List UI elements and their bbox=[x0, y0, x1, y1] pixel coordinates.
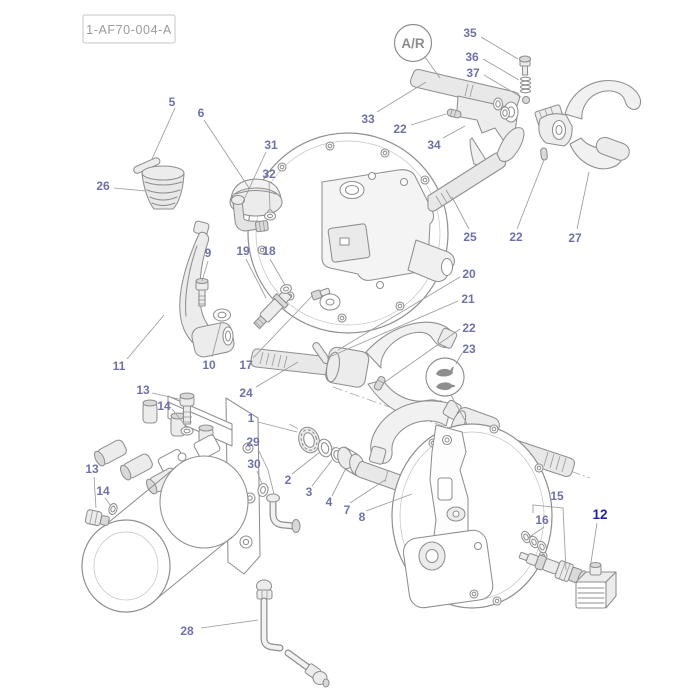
part-label-15[interactable]: 15 bbox=[550, 489, 564, 503]
part-pump-assembly bbox=[81, 395, 261, 613]
part-orings-16 bbox=[521, 530, 547, 554]
part-label-1[interactable]: 1 bbox=[248, 411, 255, 425]
part-label-25[interactable]: 25 bbox=[463, 230, 477, 244]
part-label-8[interactable]: 8 bbox=[359, 510, 366, 524]
part-label-36[interactable]: 36 bbox=[465, 50, 479, 64]
speed-range-balloon bbox=[425, 357, 468, 425]
part-elbow-29 bbox=[265, 493, 301, 534]
part-label-20[interactable]: 20 bbox=[462, 267, 476, 281]
ar-balloon: A/R bbox=[393, 23, 433, 63]
part-label-21[interactable]: 21 bbox=[461, 292, 475, 306]
part-plug-13b bbox=[84, 509, 110, 527]
part-label-22b[interactable]: 22 bbox=[509, 230, 523, 244]
part-top-cover-plate bbox=[247, 132, 455, 334]
part-label-29[interactable]: 29 bbox=[246, 435, 260, 449]
part-bolt-9 bbox=[195, 277, 209, 307]
part-label-14b[interactable]: 14 bbox=[96, 484, 110, 498]
part-label-30[interactable]: 30 bbox=[247, 457, 261, 471]
part-plug-17 bbox=[310, 287, 331, 301]
part-label-13b[interactable]: 13 bbox=[85, 462, 99, 476]
part-label-35[interactable]: 35 bbox=[463, 26, 477, 40]
part-label-6[interactable]: 6 bbox=[198, 106, 205, 120]
part-label-13a[interactable]: 13 bbox=[136, 383, 150, 397]
part-label-27[interactable]: 27 bbox=[568, 231, 582, 245]
part-label-2[interactable]: 2 bbox=[285, 473, 292, 487]
drawing-reference-box: 1-AF70-004-A bbox=[82, 14, 176, 44]
part-pin-22b bbox=[540, 147, 548, 161]
leader-lines bbox=[93, 36, 598, 629]
part-label-23[interactable]: 23 bbox=[462, 342, 476, 356]
part-lower-housing-block bbox=[402, 529, 494, 609]
part-label-5[interactable]: 5 bbox=[169, 95, 176, 109]
part-fork-rail-24 bbox=[250, 348, 336, 376]
part-label-12-highlighted[interactable]: 12 bbox=[592, 507, 607, 522]
part-spring-36 bbox=[519, 76, 532, 94]
part-label-18[interactable]: 18 bbox=[262, 244, 276, 258]
part-label-11[interactable]: 11 bbox=[113, 359, 126, 373]
part-label-22a[interactable]: 22 bbox=[393, 122, 407, 136]
part-washers-pair bbox=[492, 97, 511, 120]
part-label-24[interactable]: 24 bbox=[239, 386, 253, 400]
rabbit-icon bbox=[436, 366, 454, 377]
part-label-34[interactable]: 34 bbox=[427, 138, 441, 152]
ar-balloon-label: A/R bbox=[401, 36, 425, 51]
part-label-31[interactable]: 31 bbox=[264, 138, 278, 152]
part-boot-26 bbox=[141, 165, 185, 210]
part-label-7[interactable]: 7 bbox=[344, 503, 351, 517]
turtle-icon bbox=[436, 382, 456, 391]
part-elbow-31 bbox=[230, 194, 269, 233]
part-label-37[interactable]: 37 bbox=[466, 66, 480, 80]
part-label-19[interactable]: 19 bbox=[236, 244, 250, 258]
part-seal-ring-1 bbox=[298, 426, 320, 454]
part-label-22c[interactable]: 22 bbox=[462, 321, 476, 335]
part-pin-22a bbox=[446, 108, 462, 119]
part-bolt-35 bbox=[518, 55, 532, 76]
part-switch-12 bbox=[575, 561, 617, 609]
part-washer-30 bbox=[257, 483, 269, 497]
part-label-26[interactable]: 26 bbox=[96, 179, 110, 193]
part-label-10[interactable]: 10 bbox=[202, 358, 216, 372]
part-plug-13a bbox=[179, 392, 195, 425]
part-washer-14a bbox=[180, 426, 194, 436]
part-valve-15 bbox=[518, 551, 587, 585]
part-label-16[interactable]: 16 bbox=[535, 513, 549, 527]
part-washer-2 bbox=[317, 438, 333, 458]
part-washer-32 bbox=[263, 211, 277, 221]
part-rail-25 bbox=[427, 127, 525, 212]
part-ball-37 bbox=[521, 95, 531, 105]
part-washer-10 bbox=[212, 308, 232, 322]
part-fork-27 bbox=[538, 80, 642, 170]
part-label-3[interactable]: 3 bbox=[306, 485, 313, 499]
part-label-28[interactable]: 28 bbox=[180, 624, 194, 638]
part-label-17[interactable]: 17 bbox=[239, 358, 253, 372]
part-label-33[interactable]: 33 bbox=[361, 112, 375, 126]
part-pipe-28 bbox=[255, 579, 330, 688]
part-label-4[interactable]: 4 bbox=[326, 495, 333, 509]
part-labels: 5 6 26 9 19 18 31 32 11 10 17 24 33 22 3… bbox=[85, 26, 607, 638]
drawing-reference: 1-AF70-004-A bbox=[86, 23, 172, 37]
part-label-32[interactable]: 32 bbox=[262, 167, 276, 181]
part-label-9[interactable]: 9 bbox=[205, 246, 212, 260]
part-washer-14b bbox=[108, 503, 118, 515]
part-gear-lever-11 bbox=[179, 220, 235, 358]
part-screw-22c bbox=[373, 376, 386, 391]
part-label-14a[interactable]: 14 bbox=[157, 399, 171, 413]
part-sensor-19 bbox=[253, 289, 292, 330]
